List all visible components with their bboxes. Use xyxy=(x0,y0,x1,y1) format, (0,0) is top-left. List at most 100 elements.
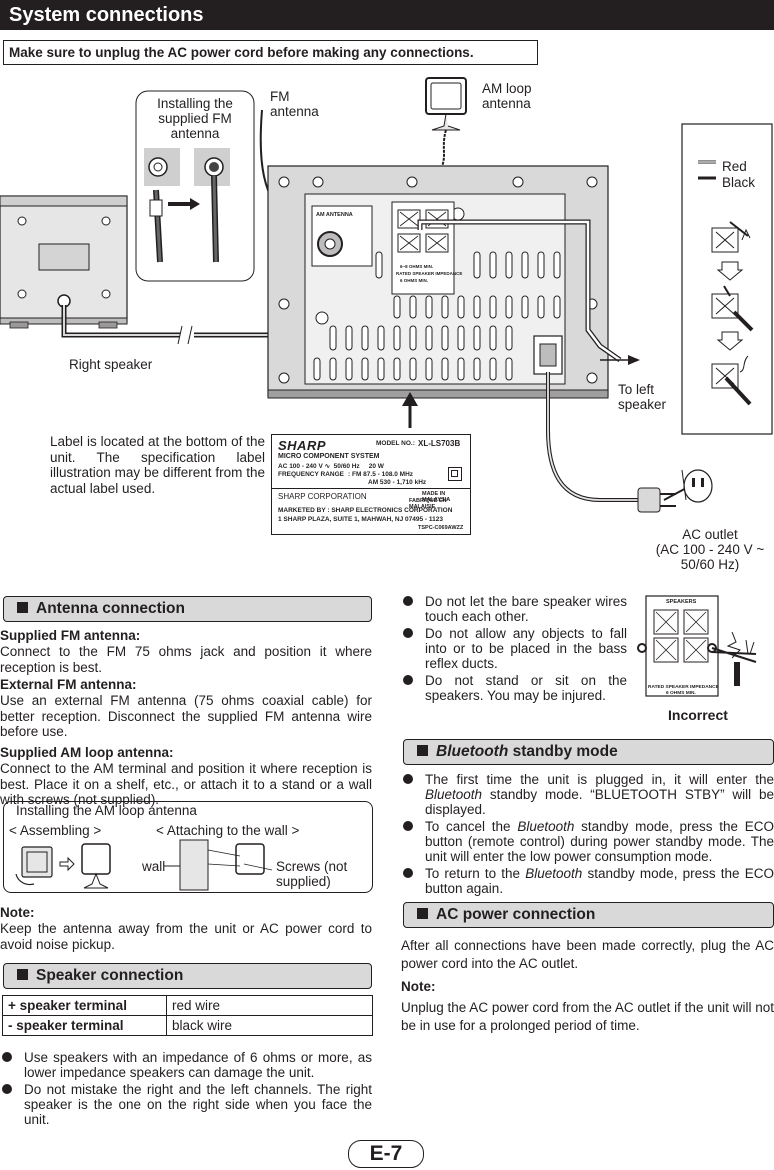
ac-note-heading: Note: xyxy=(401,979,436,994)
am-loop-line-1: AM loop xyxy=(482,81,532,96)
incorrect-speakers-text: SPEAKERS xyxy=(666,599,697,605)
warning-bullet-3: Do not stand or sit on the speakers. You… xyxy=(425,673,627,703)
model-no-label: MODEL NO.: xyxy=(376,440,415,447)
ac-outlet-label: AC outlet (AC 100 - 240 V ~ 50/60 Hz) xyxy=(646,527,774,572)
speaker-heading-text: Speaker connection xyxy=(36,967,184,984)
list-item: Do not mistake the right and the left ch… xyxy=(0,1082,372,1127)
red-wire-label: Red xyxy=(722,159,747,174)
fm-antenna-line-2: antenna xyxy=(270,104,319,119)
bt-bullet-1-b: standby mode. “BLUETOOTH STBY” will be d… xyxy=(425,787,774,817)
bullet-dot-icon xyxy=(403,868,413,878)
panel-impedance-2: RATED SPEAKER IMPEDANCE xyxy=(396,271,462,276)
double-insulation-icon xyxy=(448,467,462,481)
list-item: Do not stand or sit on the speakers. You… xyxy=(401,673,627,703)
warning-bullet-2: Do not allow any objects to fall into or… xyxy=(425,626,627,671)
installing-fm-line-1: Installing the xyxy=(157,96,233,111)
wall-label: wall xyxy=(142,859,166,874)
bluetooth-section-heading: Bluetooth standby mode xyxy=(403,739,774,765)
fm-antenna-heading: Supplied FM antenna: xyxy=(0,628,141,643)
right-speaker-label: Right speaker xyxy=(69,357,153,372)
table-row: - speaker terminal black wire xyxy=(2,1015,373,1036)
incorrect-caption: Incorrect xyxy=(668,707,728,723)
fm-antenna-label: FM antenna xyxy=(270,89,319,119)
bt-bullet-2-b: standby mode, press the ECO button (remo… xyxy=(425,819,774,864)
bt-bullet-2-a: To cancel the xyxy=(425,819,518,834)
bullet-dot-icon xyxy=(403,628,413,638)
installing-fm-label: Installing the supplied FM antenna xyxy=(140,96,250,141)
plus-terminal-cell: + speaker terminal xyxy=(2,995,167,1016)
model-number: XL-LS703B xyxy=(418,439,461,448)
red-wire-cell: red wire xyxy=(166,995,373,1016)
panel-impedance-3: 6 OHMS MIN. xyxy=(400,278,428,283)
am-assembly-illustration xyxy=(15,839,273,891)
ac-outlet-illustration xyxy=(681,469,713,503)
speaker-terminal-table: + speaker terminal red wire - speaker te… xyxy=(2,995,373,1036)
bt-bullet-1-italic: Bluetooth xyxy=(425,787,483,802)
screws-label: Screws (not supplied) xyxy=(276,859,347,889)
ac-outlet-line-3: 50/60 Hz) xyxy=(680,557,740,572)
am-loop-heading: Supplied AM loop antenna: xyxy=(0,744,174,760)
antenna-note: Note: Keep the antenna away from the uni… xyxy=(0,905,372,952)
fm-install-inset xyxy=(135,90,255,282)
label-location-note: Label is located at the bottom of the un… xyxy=(50,434,265,496)
product-name: MICRO COMPONENT SYSTEM xyxy=(278,453,380,460)
bullet-dot-icon xyxy=(403,596,413,606)
panel-impedance-1: 6~8 OHMS MIN. xyxy=(400,264,433,269)
connection-diagram: AM ANTENNA 6~8 OHMS MIN. RATED SPEAKER I… xyxy=(0,77,773,513)
external-fm-heading: External FM antenna: xyxy=(0,677,137,693)
bullet-dot-icon xyxy=(2,1052,12,1062)
page-title: System connections xyxy=(0,0,774,30)
ac-outlet-line-1: AC outlet xyxy=(682,527,738,542)
ac-heading-text: AC power connection xyxy=(436,906,596,923)
incorrect-impedance-text: RATED SPEAKER IMPEDANCE xyxy=(648,684,720,690)
speaker-bullet-1: Use speakers with an impedance of 6 ohms… xyxy=(24,1050,372,1080)
fm-antenna-line-1: FM xyxy=(270,89,290,104)
ac-outlet-line-2: (AC 100 - 240 V ~ xyxy=(655,542,765,557)
to-left-speaker-label: To left speaker xyxy=(618,382,666,412)
panel-antenna-label: AM ANTENNA xyxy=(316,212,353,218)
unplug-warning: Make sure to unplug the AC power cord be… xyxy=(3,40,538,65)
bt-bullet-3-italic: Bluetooth xyxy=(525,866,583,881)
power-rating: AC 100 - 240 V ∿ 50/60 Hz 20 W xyxy=(278,463,384,470)
ac-section-heading: AC power connection xyxy=(403,902,774,928)
list-item: The first time the unit is plugged in, i… xyxy=(401,772,774,817)
minus-terminal-cell: - speaker terminal xyxy=(2,1015,167,1036)
bullet-dot-icon xyxy=(2,1084,12,1094)
installing-fm-line-3: antenna xyxy=(170,126,220,141)
marketed-by: MARKETED BY : SHARP ELECTRONICS CORPORAT… xyxy=(278,507,453,514)
bt-bullet-2-italic: Bluetooth xyxy=(517,819,575,834)
screws-line-1: Screws (not xyxy=(276,859,348,874)
sharp-corporation: SHARP CORPORATION xyxy=(278,492,367,501)
square-bullet-icon xyxy=(417,908,428,919)
speaker-bullets: Use speakers with an impedance of 6 ohms… xyxy=(0,1050,372,1129)
label-divider xyxy=(272,488,470,489)
ac-section-body: After all connections have been made cor… xyxy=(401,937,774,1035)
am-loop-label: AM loop antenna xyxy=(482,81,532,111)
ac-text: After all connections have been made cor… xyxy=(401,938,774,971)
square-bullet-icon xyxy=(417,745,428,756)
antenna-note-heading: Note: xyxy=(0,905,35,920)
square-bullet-icon xyxy=(17,602,28,613)
bluetooth-heading-rest: standby mode xyxy=(508,743,618,760)
fabrique-en: FABRIQUÉ EN MALAISIE xyxy=(409,498,447,510)
to-left-speaker-line-1: To left xyxy=(618,382,655,397)
attaching-label: < Attaching to the wall > xyxy=(156,823,300,838)
antenna-section-heading: Antenna connection xyxy=(3,596,372,622)
external-fm-text: Use an external FM antenna (75 ohms coax… xyxy=(0,693,372,740)
frequency-range-label: FREQUENCY RANGE xyxy=(278,471,344,478)
antenna-note-text: Keep the antenna away from the unit or A… xyxy=(0,921,372,952)
list-item: Do not allow any objects to fall into or… xyxy=(401,626,627,671)
am-loop-text: Connect to the AM terminal and position … xyxy=(0,760,372,808)
incorrect-wiring-illustration: SPEAKERS RATED SPEAKER IMPEDANCE 6 OHMS … xyxy=(637,595,757,697)
bt-bullet-3-a: To return to the xyxy=(425,866,526,881)
installing-fm-line-2: supplied FM xyxy=(158,111,232,126)
am-install-box: Installing the AM loop antenna < Assembl… xyxy=(3,801,373,893)
bluetooth-bullets: The first time the unit is plugged in, i… xyxy=(401,772,774,898)
wire-connection-inset xyxy=(681,123,773,435)
company-address: 1 SHARP PLAZA, SUITE 1, MAHWAH, NJ 07495… xyxy=(278,516,443,523)
speaker-section-heading: Speaker connection xyxy=(3,963,372,989)
bluetooth-heading-italic: Bluetooth xyxy=(436,743,509,760)
sharp-logo: SHARP xyxy=(278,438,327,453)
list-item: To return to the Bluetooth standby mode,… xyxy=(401,866,774,896)
ac-note-text: Unplug the AC power cord from the AC out… xyxy=(401,1000,774,1033)
